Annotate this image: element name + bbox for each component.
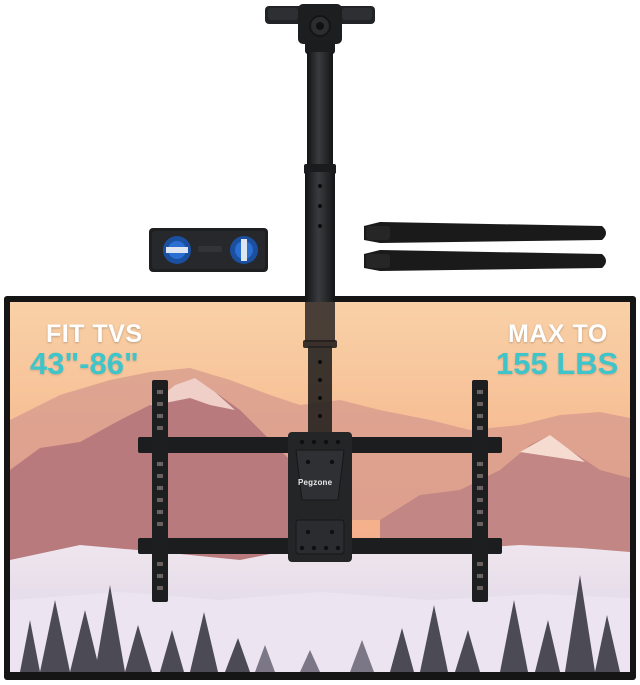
wall-plate-with-blue-screws-icon bbox=[149, 228, 268, 272]
fit-tvs-label: FIT TVS bbox=[46, 320, 143, 348]
ceiling-plate bbox=[265, 4, 375, 54]
tv-size-range: 43"-86" bbox=[30, 346, 139, 381]
tv-bracket bbox=[138, 380, 502, 602]
max-to-label: MAX TO bbox=[508, 320, 608, 348]
velcro-cable-tie-icon bbox=[364, 222, 606, 271]
max-weight-value: 155 LBS bbox=[496, 346, 619, 381]
brand-logo: Pegzone bbox=[298, 478, 333, 487]
telescopic-pole bbox=[303, 52, 337, 434]
